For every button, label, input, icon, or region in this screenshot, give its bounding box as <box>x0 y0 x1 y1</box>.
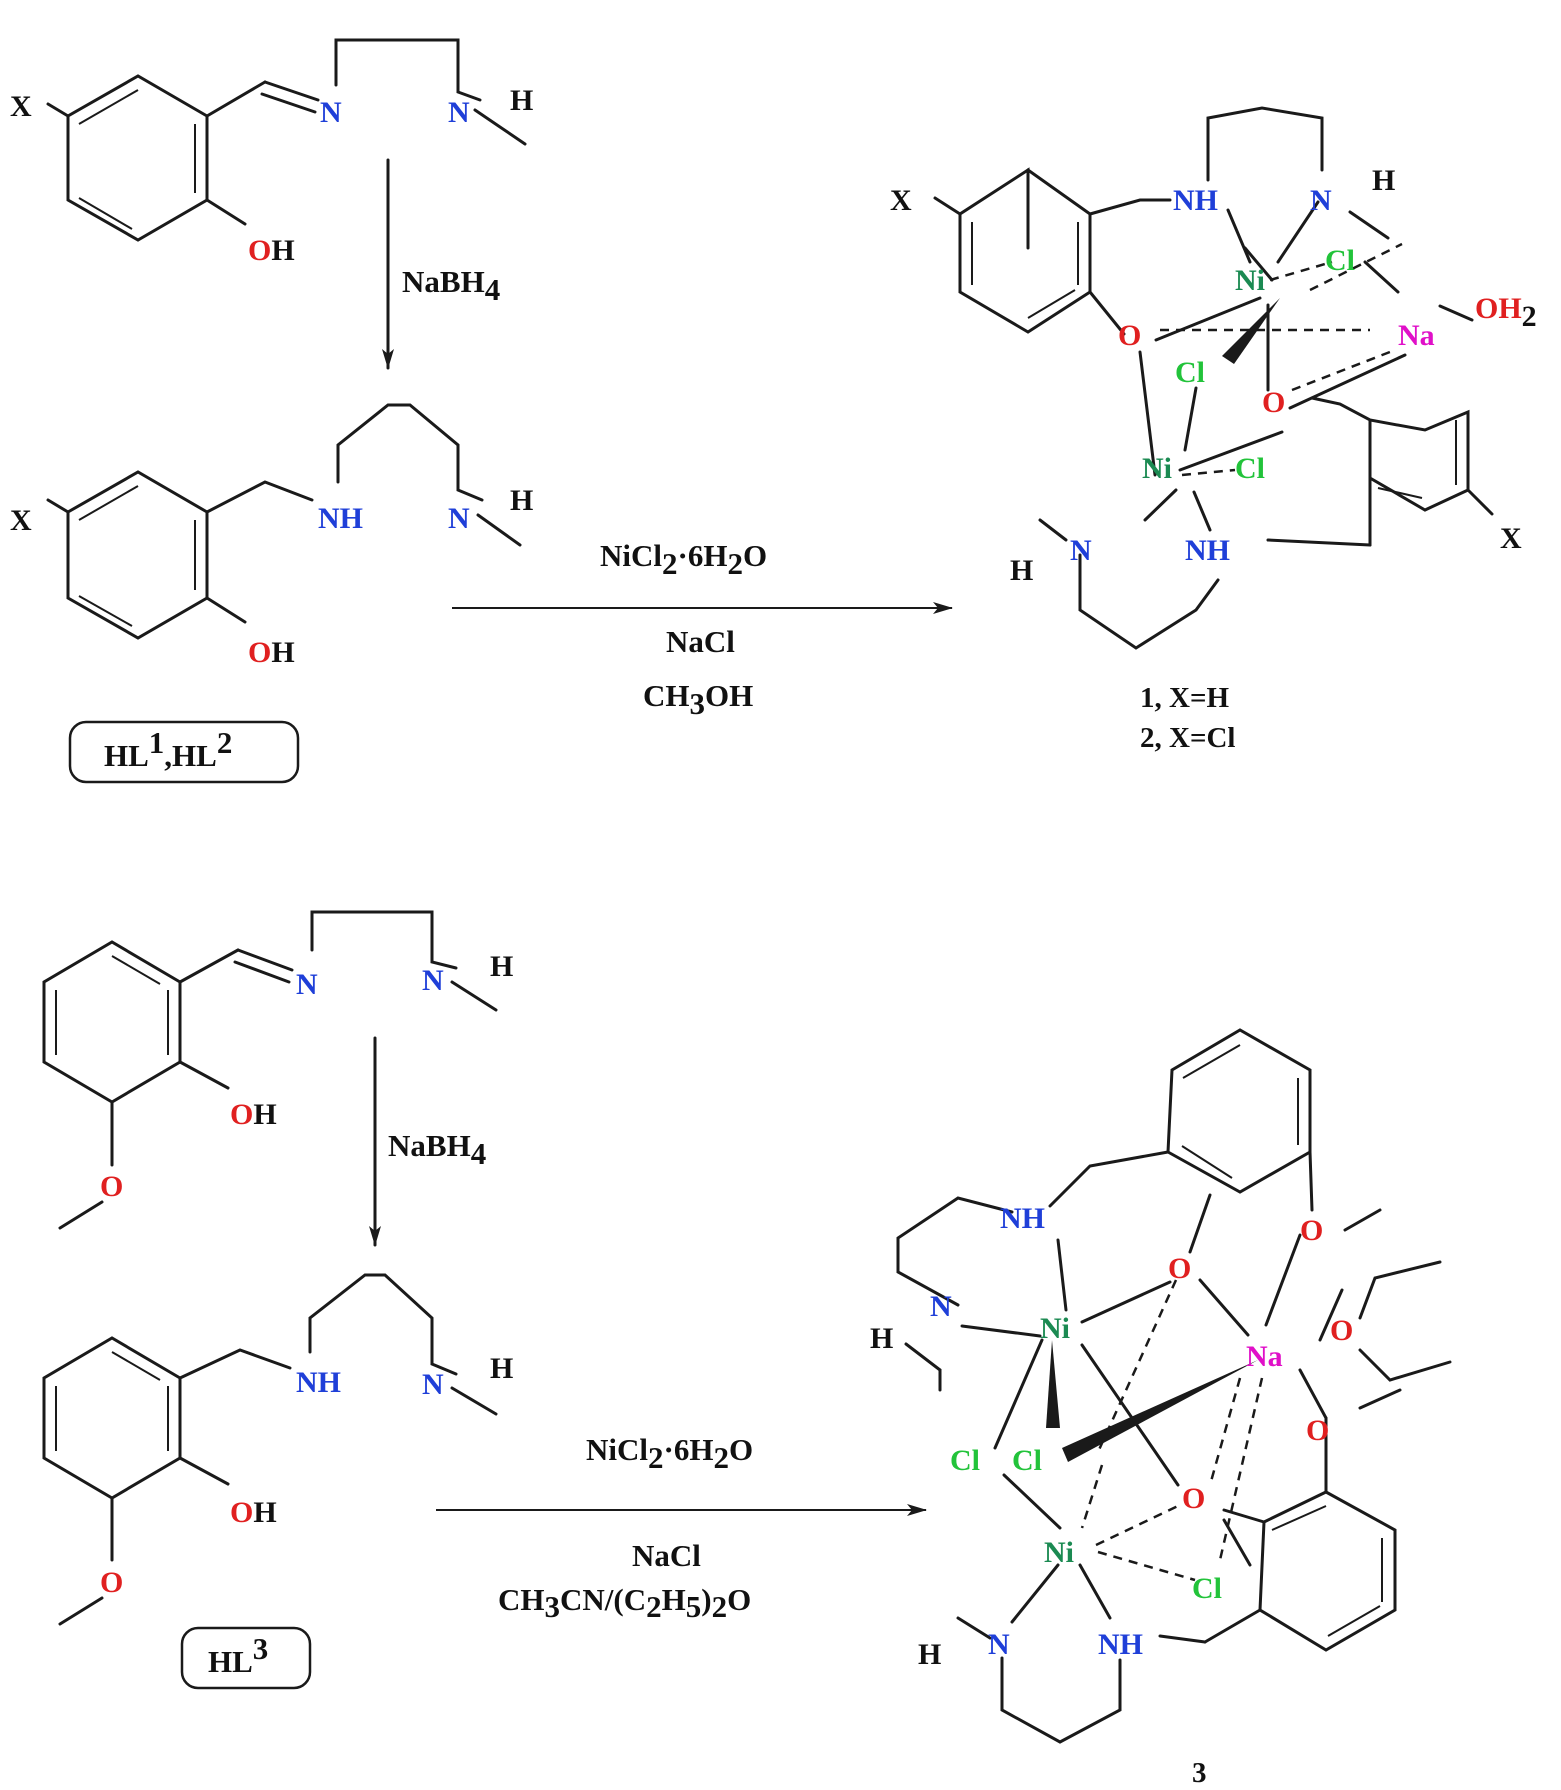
amine-hydrogen-label: H <box>510 84 533 117</box>
hydroxyl-label-2: OH <box>248 636 295 669</box>
chloride-label-b: Cl <box>1175 356 1205 389</box>
methoxy-oxygen-label-2: O <box>100 1566 123 1599</box>
amine-label-g: N <box>988 1628 1010 1661</box>
solvent-2: CH3CN/(C2H5)2O <box>498 1582 751 1624</box>
ligand-label-2: HL3 <box>208 1631 268 1679</box>
x-substituent-label-3: X <box>890 184 912 217</box>
ligand-label-box-2 <box>180 1626 312 1690</box>
nickel-reagent-2: NiCl2·6H2O <box>586 1432 753 1475</box>
phenoxo-label-d: O <box>1182 1482 1205 1515</box>
reduced-ligand-2: NH N H OH O <box>42 1273 513 1626</box>
amine-label-c: N <box>1070 534 1092 567</box>
nickel-label-a: Ni <box>1235 264 1265 297</box>
water-label-1: OH2 <box>1475 292 1537 333</box>
schiff-base-ligand-1: X N N H OH <box>10 38 533 267</box>
amine-hydrogen-label-7: H <box>870 1322 893 1355</box>
salt-reagent-2: NaCl <box>632 1538 701 1573</box>
nickel-reagent-1: NiCl2·6H2O <box>600 538 767 581</box>
imine-nitrogen-label: N <box>320 96 342 129</box>
tertiary-amine-label-2: N <box>422 1368 444 1401</box>
amine-hydrogen-label-2: H <box>510 484 533 517</box>
ether-oxygen-label: O <box>1330 1314 1353 1347</box>
product-label-2: 2, X=Cl <box>1140 722 1235 754</box>
amine-hydrogen-label-8: H <box>918 1638 941 1671</box>
amine-label-h: NH <box>1098 1628 1143 1661</box>
amine-nitrogen-label-3: N <box>422 964 444 997</box>
reduced-ligand-1: X NH N H OH <box>10 403 533 669</box>
product-complex-3: NH O O H N Ni Na O O Cl Cl O Ni Cl H N N… <box>870 1028 1452 1744</box>
schiff-base-ligand-2: N N H OH O <box>42 910 513 1230</box>
scheme-1: X N N H OH NaBH4 X NH N H OH HL1 <box>10 38 1537 784</box>
phenoxo-label-c: O <box>1168 1252 1191 1285</box>
amine-label-d: NH <box>1185 534 1230 567</box>
hydroxyl-label-3: OH <box>230 1098 277 1131</box>
secondary-amine-label-2: NH <box>296 1366 341 1399</box>
methoxy-oxygen-label-4: O <box>1306 1414 1329 1447</box>
nickel-label-b: Ni <box>1142 452 1172 485</box>
amine-label-a: NH <box>1173 184 1218 217</box>
x-substituent-label: X <box>10 90 32 123</box>
phenoxo-label-b: O <box>1262 386 1285 419</box>
chloride-label-f: Cl <box>1192 1572 1222 1605</box>
nickel-label-c: Ni <box>1040 1312 1070 1345</box>
ligand-label-box-1 <box>68 720 300 784</box>
nickel-label-d: Ni <box>1044 1536 1074 1569</box>
chloride-label-c: Cl <box>1235 452 1265 485</box>
reduction-reagent-2: NaBH4 <box>388 1128 486 1171</box>
chloride-label-e: Cl <box>1012 1444 1042 1477</box>
tertiary-amine-label: N <box>448 502 470 535</box>
scheme-2: N N H OH O NaBH4 NH N H OH O <box>42 910 1452 1789</box>
amine-label-b: N <box>1310 184 1332 217</box>
methoxy-oxygen-label-3: O <box>1300 1214 1323 1247</box>
ligand-label-1: HL1,HL2 <box>104 725 232 773</box>
amine-hydrogen-label-4: H <box>1010 554 1033 587</box>
amine-nitrogen-label: N <box>448 96 470 129</box>
phenoxo-label-a: O <box>1118 319 1141 352</box>
product-label-3: 3 <box>1192 1757 1207 1789</box>
amine-label-f: N <box>930 1290 952 1323</box>
reduction-reagent-1: NaBH4 <box>402 264 500 307</box>
solvent-1: CH3OH <box>643 678 753 721</box>
product-complex-1: X X NH N H Ni Cl Na OH2 O Cl O Ni Cl H N… <box>890 106 1537 650</box>
sodium-label-2: Na <box>1246 1340 1283 1373</box>
amine-hydrogen-label-3: H <box>1372 164 1395 197</box>
salt-reagent-1: NaCl <box>666 624 735 659</box>
amine-hydrogen-label-6: H <box>490 1352 513 1385</box>
imine-nitrogen-label-2: N <box>296 968 318 1001</box>
product-label-1: 1, X=H <box>1140 682 1229 714</box>
x-substituent-label-4: X <box>1500 522 1522 555</box>
hydroxyl-label-4: OH <box>230 1496 277 1529</box>
amine-label-e: NH <box>1000 1202 1045 1235</box>
amine-hydrogen-label-5: H <box>490 950 513 983</box>
hydroxyl-label: OH <box>248 234 295 267</box>
x-substituent-label-2: X <box>10 504 32 537</box>
methoxy-oxygen-label: O <box>100 1170 123 1203</box>
sodium-label-1: Na <box>1398 319 1435 352</box>
secondary-amine-label: NH <box>318 502 363 535</box>
chloride-label-a: Cl <box>1325 244 1355 277</box>
chloride-label-d: Cl <box>950 1444 980 1477</box>
